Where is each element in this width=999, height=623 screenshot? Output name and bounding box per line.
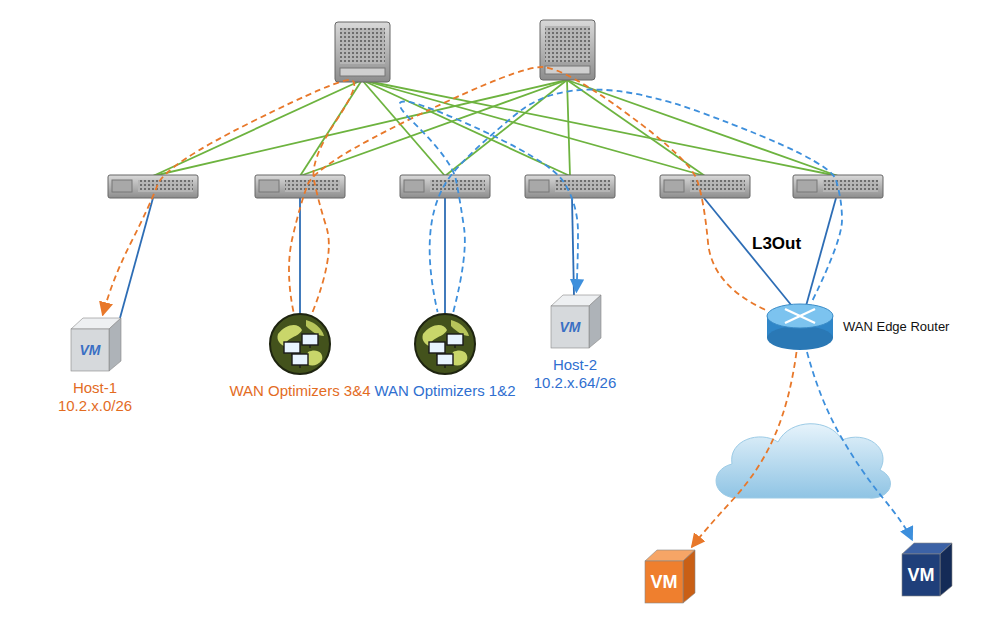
cube-front — [645, 561, 683, 603]
cube-side — [109, 318, 121, 371]
access-link — [444, 198, 446, 313]
monitor — [429, 342, 445, 353]
monitor-stand — [454, 345, 455, 348]
monitor-stand — [444, 365, 445, 368]
leaf-switch — [400, 175, 490, 198]
node-router: WAN Edge Router — [765, 300, 975, 352]
router-arrow — [800, 309, 815, 316]
access-link — [299, 198, 301, 313]
node-caption: WAN Edge Router — [843, 319, 949, 334]
node-caption: Host-1 10.2.x.0/26 — [40, 379, 150, 415]
node-caption: WAN Optimizers 1&2 — [370, 382, 520, 400]
fabric-link — [567, 80, 838, 176]
vm-label: VM — [902, 554, 940, 596]
traffic-path — [289, 67, 765, 312]
cube-side — [940, 543, 952, 596]
monitor-stand — [299, 365, 300, 368]
vm-label: VM — [71, 329, 109, 371]
access-link — [120, 198, 153, 318]
traffic-path — [103, 80, 355, 315]
monitor — [302, 334, 318, 345]
monitor-stand — [309, 345, 310, 348]
router-symbol — [765, 300, 835, 352]
access-links — [120, 198, 836, 318]
globe-symbol — [413, 312, 477, 376]
globe-symbol — [268, 312, 332, 376]
node-caption: WAN Optimizers 3&4 — [225, 382, 375, 400]
router-icon — [765, 300, 835, 352]
fabric-link — [153, 80, 567, 176]
cube-front — [71, 329, 109, 371]
cube-front — [902, 554, 940, 596]
cube-icon: VM — [547, 292, 603, 350]
node-globe: WAN Optimizers 3&4 — [225, 312, 375, 400]
node-cube: VM — [640, 547, 698, 605]
wan-cloud — [716, 424, 890, 498]
node-cube: VM Host-1 10.2.x.0/26 — [40, 315, 150, 415]
cube-side — [683, 550, 695, 603]
globe — [415, 314, 475, 374]
monitor — [437, 354, 453, 365]
router-arrow — [785, 309, 800, 316]
cube-icon: VM — [67, 315, 123, 373]
leaf-switch — [255, 175, 345, 198]
vm-label: VM — [551, 306, 589, 348]
spine-switch — [540, 20, 595, 80]
router-arrow — [800, 316, 815, 323]
node-caption: Host-2 10.2.x.64/26 — [520, 356, 630, 392]
l3out-link — [806, 198, 836, 306]
fabric-link — [300, 80, 567, 176]
router-arrow — [785, 316, 800, 323]
node-cube: VM Host-2 10.2.x.64/26 — [520, 292, 630, 392]
monitor — [284, 342, 300, 353]
l3out-label: L3Out — [752, 234, 801, 254]
router-base — [767, 326, 833, 350]
fabric-links — [153, 80, 838, 176]
fabric-link — [567, 80, 570, 176]
traffic-path — [692, 352, 797, 547]
monitor — [292, 354, 308, 365]
traffic-path — [400, 102, 578, 313]
router-top — [767, 304, 833, 328]
monitor — [447, 334, 463, 345]
cube-icon: VM — [898, 540, 954, 598]
globe — [270, 314, 330, 374]
node-globe: WAN Optimizers 1&2 — [370, 312, 520, 400]
spine-switch — [335, 22, 390, 82]
traffic-path — [807, 352, 912, 540]
cube-side — [589, 295, 601, 348]
vm-label: VM — [645, 561, 683, 603]
leaf-switch — [660, 175, 750, 198]
access-link — [572, 198, 574, 296]
traffic-path — [430, 90, 842, 313]
fabric-link — [362, 80, 705, 176]
cube-front — [551, 306, 589, 348]
fabric-link — [567, 80, 705, 176]
leaf-switch — [793, 175, 883, 198]
cube-icon: VM — [641, 547, 697, 605]
node-cube: VM — [897, 540, 955, 598]
globe-icon — [268, 312, 332, 376]
globe-icon — [413, 312, 477, 376]
